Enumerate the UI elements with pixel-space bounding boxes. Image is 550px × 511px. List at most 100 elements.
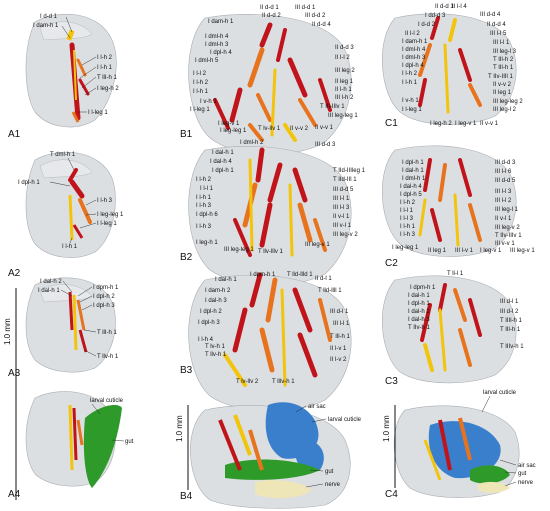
b3-label-17: T lv-llv 2 xyxy=(236,379,259,385)
b2-label-3: I dal-h 4 xyxy=(210,159,232,165)
a3-label-4: I dpl-h 3 xyxy=(93,303,115,309)
b3-label-2: I dal-h 1 xyxy=(215,277,237,283)
a2-label-4: I l-leg 1 xyxy=(97,221,117,227)
b2-label-16: III v-l 1 xyxy=(333,223,352,229)
b3-label-11: I l-h 4 xyxy=(198,337,214,343)
a1-label-6: I l-leg 1 xyxy=(88,110,108,116)
b3-label-10: III l-l 1 xyxy=(333,321,350,327)
c2-label-12: I l-l 1 xyxy=(400,208,414,214)
gut-shape xyxy=(83,405,122,488)
a1-label-5: I leg-h 2 xyxy=(97,86,119,92)
gut-shape-c4 xyxy=(470,465,510,484)
c1-label-22: I l-leg 1 xyxy=(402,107,422,113)
c3-label-8: I dal-h 3 xyxy=(408,317,430,323)
b1-label-9: II d-d 4 xyxy=(312,22,331,28)
a1-label-0: I d-d 1 xyxy=(40,14,58,20)
a1-label-3: I l-h 1 xyxy=(97,65,113,71)
c2-label-5: III d-d 5 xyxy=(495,178,516,184)
b1-label-21: T IIl-IIlv 1 xyxy=(320,104,345,110)
b2-label-2: I dal-h 1 xyxy=(212,150,234,156)
c3-label-0: T ll-l 1 xyxy=(447,271,464,277)
c1-label-25: I leg-h 2 xyxy=(430,121,452,127)
b3-label-0: I dpm-h 1 xyxy=(250,272,276,278)
b4-annotation-0: air sac xyxy=(308,404,326,410)
b1-label-10: II d-d 3 xyxy=(335,45,354,51)
c3-label-5: III d-l 2 xyxy=(500,309,519,315)
b1-label-13: III leg 2 xyxy=(335,68,355,74)
b3-label-3: II d-l 1 xyxy=(315,276,332,282)
panel-label-a1: A1 xyxy=(8,129,21,140)
b1-label-16: I l-h 1 xyxy=(193,89,209,95)
c3-label-10: T IIv-h 1 xyxy=(408,325,431,331)
b1-label-1: III d-d 1 xyxy=(295,5,316,11)
c1-label-16: I l-h 2 xyxy=(402,71,418,77)
panel-a1: I d-d 1 I dam-h 1 I l-h 2 I l-h 1 T llI-… xyxy=(8,13,119,140)
a2-label-2: I l-h 3 xyxy=(97,198,113,204)
b1-label-8: I dml-h 5 xyxy=(195,58,219,64)
a1-label-2: I l-h 2 xyxy=(97,55,113,61)
c1-label-9: III l-l 1 xyxy=(493,40,510,46)
c2-label-22: III l-v 1 xyxy=(455,248,474,254)
c2-label-9: III l-l 2 xyxy=(495,198,512,204)
b1-label-27: II v-v 1 xyxy=(315,125,334,131)
c2-label-17: T IIv-IIIv 1 xyxy=(495,233,522,239)
b3-label-6: T lld-llll 1 xyxy=(318,288,342,294)
c1-label-26: I leg-v 1 xyxy=(455,121,477,127)
c2-label-24: III leg-v 1 xyxy=(510,248,535,254)
a3-label-5: T llI-h 1 xyxy=(97,330,118,336)
b1-label-5: I dml-h 4 xyxy=(205,34,229,40)
b1-label-20: I l-leg 1 xyxy=(190,107,210,113)
c2-label-19: III v-v 1 xyxy=(495,241,515,247)
b1-label-0: II d-d 1 xyxy=(260,5,279,11)
panel-c4: larval cuticle air sac gut nerve C4 xyxy=(385,390,536,500)
b3-label-14: T llv-h 1 xyxy=(205,352,227,358)
nerve-shape-b4 xyxy=(255,480,312,499)
b1-label-2: II d-d 2 xyxy=(262,13,281,19)
b3-label-18: T lllv-h 1 xyxy=(272,379,295,385)
b1-label-7: I dpl-h 4 xyxy=(210,50,232,56)
b2-label-13: I l-h 3 xyxy=(196,203,212,209)
b2-label-17: I l-h 3 xyxy=(196,224,212,230)
b2-label-6: I l-h 2 xyxy=(196,177,212,183)
b3-label-1: T lld-llld 1 xyxy=(287,272,313,278)
panel-label-c2: C2 xyxy=(385,258,398,269)
panel-label-a2: A2 xyxy=(8,268,21,279)
a3-label-3: I dpl-h 2 xyxy=(93,294,115,300)
c1-label-10: I dml-h 4 xyxy=(402,47,426,53)
b2-label-10: I l-h 1 xyxy=(196,195,212,201)
c1-label-5: II d-d 4 xyxy=(487,22,506,28)
c2-label-3: III l-l 6 xyxy=(495,169,512,175)
c2-label-0: I dpl-h 1 xyxy=(402,160,424,166)
b2-label-4: I dpl-h 1 xyxy=(212,168,234,174)
c4-annotation-1: air sac xyxy=(518,463,536,469)
c4-annotation-3: nerve xyxy=(518,480,534,486)
a1-label-4: T llI-h 1 xyxy=(97,75,118,81)
b2-label-20: T llv-lllv 1 xyxy=(258,249,284,255)
panel-b3: I dpm-h 1 T lld-llld 1 I dal-h 1 II d-l … xyxy=(180,272,352,412)
b1-label-19: III l-h 2 xyxy=(335,95,354,101)
panel-a2: T dml-h 1 I dpl-h 1 I l-h 3 I leg-leg 1 … xyxy=(8,151,124,279)
b3-label-7: I dpl-h 2 xyxy=(200,309,222,315)
c1-label-23: III leg-leg 2 xyxy=(493,99,523,105)
c1-label-14: I dpl-h 4 xyxy=(402,63,424,69)
scale-bar-right: 1.0 mm xyxy=(382,405,396,488)
c1-label-8: I dam-h 1 xyxy=(402,39,428,45)
b3-label-9: I dpl-h 3 xyxy=(198,320,220,326)
c1-label-13: T IIl-h 2 xyxy=(493,57,514,63)
b2-label-7: T IId-IIl 1 xyxy=(333,177,357,183)
c1-label-11: III leg-l 3 xyxy=(493,49,517,55)
c2-label-8: I dpl-h 5 xyxy=(400,192,422,198)
c1-label-18: I l-h 1 xyxy=(402,80,418,86)
air-sac-shape-c4 xyxy=(428,421,501,479)
b2-label-15: I dpl-h 6 xyxy=(196,212,218,218)
c3-label-3: III d-l 1 xyxy=(500,299,519,305)
panel-label-c1: C1 xyxy=(385,118,398,129)
c3-label-4: I dpl-h 1 xyxy=(408,301,430,307)
panel-label-b3: B3 xyxy=(180,365,193,376)
scale-bar-left: 1.0 mm xyxy=(3,288,17,500)
a1-label-1: I dam-h 1 xyxy=(33,23,59,29)
b1-label-24: I leg-leg 1 xyxy=(220,128,247,134)
b2-label-19: I leg-h 1 xyxy=(196,240,218,246)
b4-annotation-2: gut xyxy=(325,469,334,475)
panel-label-b2: B2 xyxy=(180,252,193,263)
